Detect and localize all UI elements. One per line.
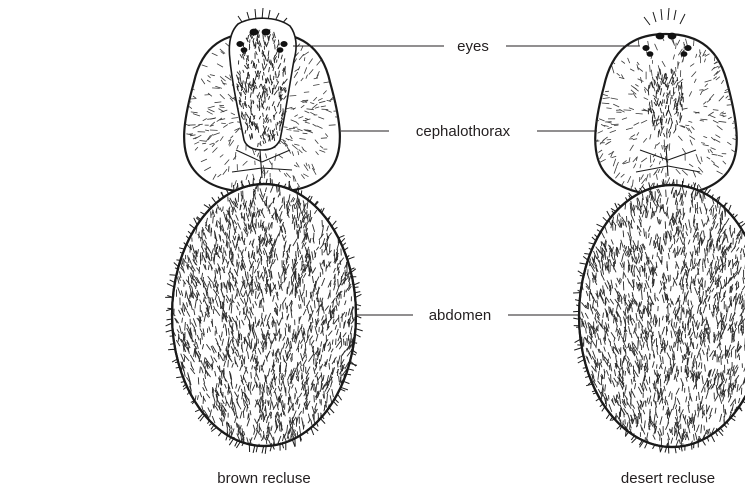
cephalothorax-callout: cephalothorax	[341, 123, 597, 140]
brown-recluse-illustration	[165, 8, 363, 454]
cephalothorax-label: cephalothorax	[416, 123, 511, 140]
brown-recluse-caption: brown recluse	[217, 470, 310, 487]
abdomen-label: abdomen	[429, 307, 492, 324]
abdomen-callout: abdomen	[356, 307, 580, 324]
eyes-callout: eyes	[293, 38, 640, 55]
brown-recluse-cephalothorax	[184, 18, 340, 197]
desert-recluse-cephalothorax	[591, 33, 742, 201]
desert-recluse-abdomen	[573, 179, 745, 454]
desert-recluse-head-bristles	[644, 8, 685, 25]
desert-recluse-caption: desert recluse	[621, 470, 715, 487]
brown-recluse-abdomen	[165, 177, 363, 454]
desert-recluse-illustration	[573, 8, 745, 454]
eyes-label: eyes	[457, 38, 489, 55]
